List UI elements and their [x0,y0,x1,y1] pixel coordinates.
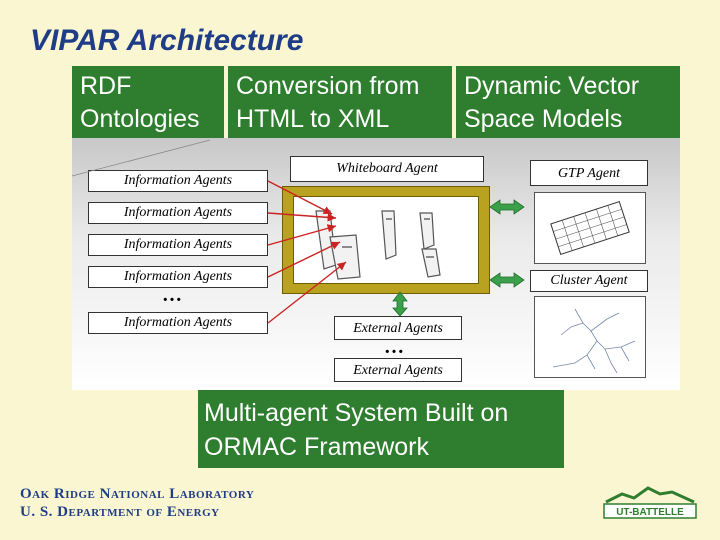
information-agent-4: Information Agents [88,266,268,288]
ormac-framework-box: Multi-agent System Built on ORMAC Framew… [198,390,564,468]
conversion-box: Conversion from HTML to XML [228,66,452,138]
arrow-info2-to-whiteboard [267,212,337,222]
arrow-whiteboard-external [392,291,408,317]
whiteboard-frame [282,186,490,294]
arrow-whiteboard-cluster [489,272,525,288]
arrow-info3-to-whiteboard [267,224,337,246]
department-name: U. S. Department of Energy [20,504,220,520]
lab-name: Oak Ridge National Laboratory [20,486,255,502]
gtp-matrix-image [534,192,646,264]
cluster-agent-label: Cluster Agent [530,270,648,292]
external-agents-ellipsis: … [384,336,404,358]
information-agent-2: Information Agents [88,202,268,224]
information-agent-5: Information Agents [88,312,268,334]
gtp-agent-label: GTP Agent [530,160,648,186]
arrow-info4-to-whiteboard [267,241,341,278]
arrow-info5-to-whiteboard [267,261,347,324]
cluster-tree-image [534,296,646,378]
cluster-tree-icon [552,308,636,374]
ut-battelle-logo: UT-BATTELLE [603,486,697,519]
information-agent-1: Information Agents [88,170,268,192]
arrow-whiteboard-gtp [489,199,525,215]
information-agent-3: Information Agents [88,234,268,256]
matrix-grid-icon [550,201,630,255]
dynamic-vector-box: Dynamic Vector Space Models [456,66,680,138]
information-agents-ellipsis: … [162,284,182,306]
rdf-connector-line [71,139,211,177]
external-agent-2: External Agents [334,358,462,382]
page-title: VIPAR Architecture [30,24,304,57]
arrow-info1-to-whiteboard [267,180,333,215]
whiteboard-agent-label: Whiteboard Agent [290,156,484,182]
external-agent-1: External Agents [334,316,462,340]
logo-text: UT-BATTELLE [616,507,684,518]
rdf-ontologies-box: RDF Ontologies [72,66,224,138]
